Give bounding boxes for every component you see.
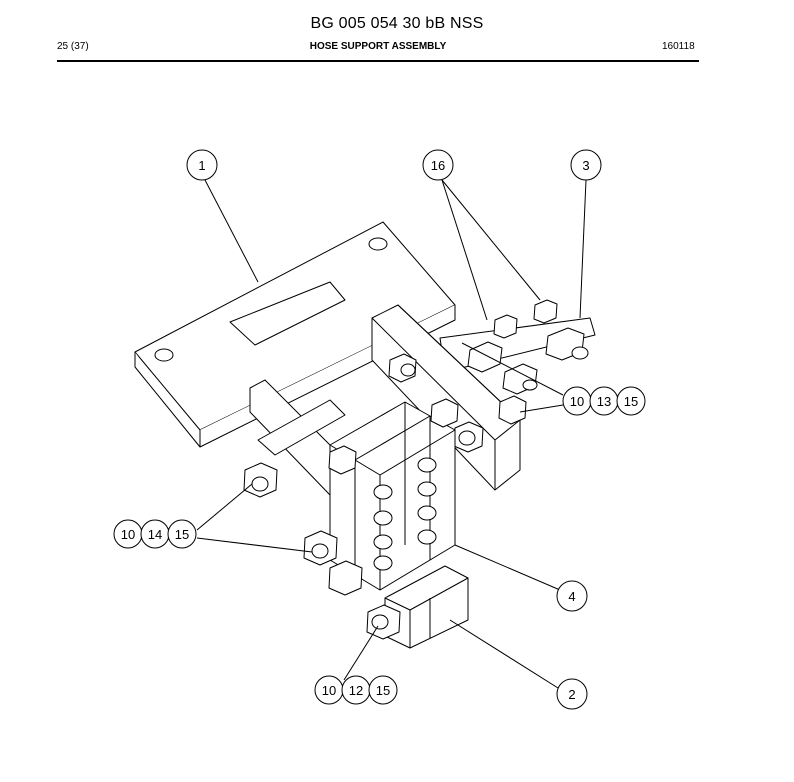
callout-15-a: 15 [616, 386, 646, 416]
callout-15-b-label: 15 [175, 527, 189, 542]
callout-12-label: 12 [349, 683, 363, 698]
callout-10-b: 10 [113, 519, 143, 549]
date-code: 160118 [662, 41, 695, 52]
callout-12: 12 [341, 675, 371, 705]
callout-15-b: 15 [167, 519, 197, 549]
part-clamp-block [328, 398, 459, 591]
document-title: BG 005 054 30 bB NSS [310, 15, 484, 32]
callout-3: 3 [570, 149, 602, 181]
section-title: HOSE SUPPORT ASSEMBLY [309, 41, 447, 52]
callout-2: 2 [556, 678, 588, 710]
callout-4-label: 4 [568, 589, 575, 604]
callout-13: 13 [589, 386, 619, 416]
callout-16: 16 [422, 149, 454, 181]
callout-3-label: 3 [582, 158, 589, 173]
page-number: 25 (37) [57, 41, 89, 52]
callout-bubbles: 1 16 3 10 13 15 10 14 [113, 149, 646, 710]
part-side-nuts [243, 462, 363, 596]
callout-10-a-label: 10 [570, 394, 584, 409]
callout-14: 14 [140, 519, 170, 549]
callout-1-label: 1 [198, 158, 205, 173]
callout-2-label: 2 [568, 687, 575, 702]
callout-15-c-label: 15 [376, 683, 390, 698]
header-rule [57, 60, 699, 62]
part-threaded-rod-nuts [439, 299, 596, 395]
callout-10-c-label: 10 [322, 683, 336, 698]
callout-16-label: 16 [431, 158, 445, 173]
callout-4: 4 [556, 580, 588, 612]
callout-10-b-label: 10 [121, 527, 135, 542]
callout-1: 1 [186, 149, 218, 181]
callout-15-c: 15 [368, 675, 398, 705]
callout-14-label: 14 [148, 527, 162, 542]
part-vertical-plate [371, 304, 527, 491]
callout-13-label: 13 [597, 394, 611, 409]
leader-lines [196, 179, 587, 689]
callout-15-a-label: 15 [624, 394, 638, 409]
callout-10-a: 10 [562, 386, 592, 416]
callout-10-c: 10 [314, 675, 344, 705]
